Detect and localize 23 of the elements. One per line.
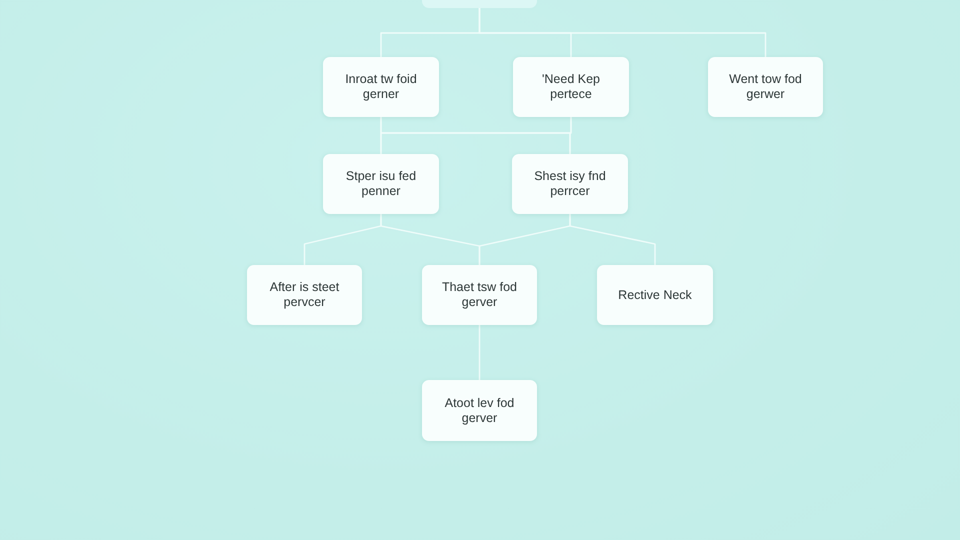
node-label: After is steet pervcer: [268, 280, 340, 310]
connector-line: [478, 8, 766, 57]
process-box: [422, 0, 537, 8]
node-label: Stper isu fed penner: [344, 169, 418, 199]
node-label: Went tow fod gerwer: [728, 72, 803, 102]
process-box: [422, 265, 537, 325]
process-box: [708, 57, 823, 117]
connector-line: [569, 214, 656, 265]
node-label: Shest isy fnd perrcer: [533, 169, 607, 199]
process-box: [323, 154, 439, 214]
node-label: Atoot lev fod gerver: [444, 396, 516, 426]
node-label: Thaet tsw fod gerver: [440, 280, 518, 310]
node-label: Inroat tw foid gerner: [344, 72, 418, 102]
node-label: Rective Neck: [618, 288, 692, 302]
process-box: [323, 57, 439, 117]
connector-line: [478, 325, 480, 380]
process-box: [513, 57, 629, 117]
process-box: [422, 380, 537, 441]
process-box: [512, 154, 628, 214]
node-label: 'Need Kep pertece: [541, 72, 601, 102]
process-box: [597, 265, 713, 325]
connector-line: [569, 117, 572, 154]
process-box: [247, 265, 362, 325]
